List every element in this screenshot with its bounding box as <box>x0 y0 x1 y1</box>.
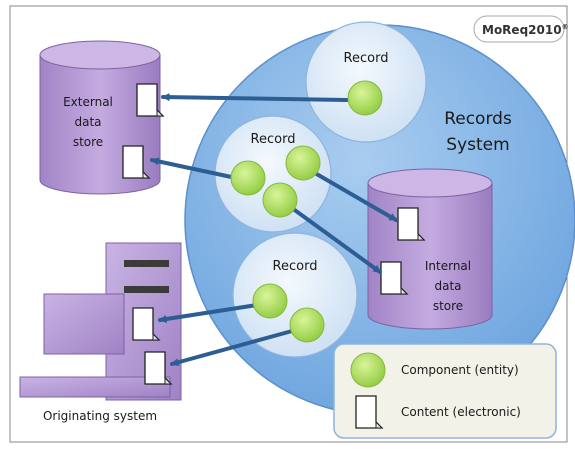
component-dots <box>230 80 383 343</box>
external-store-line3: store <box>73 135 103 149</box>
external-store-line2: data <box>74 115 101 129</box>
moreq-logo-wordmark: MoReq2010 <box>482 23 562 37</box>
connector-arrows <box>150 93 398 367</box>
internal-store-line1: Internal <box>425 259 471 273</box>
moreq-logo-mark: ® <box>562 23 569 31</box>
component-dot <box>347 80 383 116</box>
component-dot <box>230 160 266 196</box>
moreq-logo: MoReq2010® <box>473 15 569 43</box>
originating-system-label: Originating system <box>43 409 157 423</box>
record-label-top: Record <box>344 51 389 66</box>
legend-content-label: Content (electronic) <box>401 405 521 419</box>
external-store-line1: External <box>63 95 113 109</box>
internal-store-line2: data <box>434 279 461 293</box>
legend: Component (entity) Content (electronic) <box>333 343 557 439</box>
record-bubble-bottom <box>232 232 358 358</box>
legend-component-label: Component (entity) <box>401 363 519 377</box>
system-label-line2: System <box>446 135 509 155</box>
legend-component-dot <box>350 352 386 388</box>
component-dot <box>252 283 288 319</box>
component-dot <box>289 307 325 343</box>
moreq-logo-text: MoReq2010® <box>482 23 569 37</box>
internal-data-store <box>367 168 493 330</box>
record-label-middle: Record <box>251 132 296 147</box>
originating-system-computer <box>19 242 182 401</box>
record-label-bottom: Record <box>273 259 318 274</box>
system-label-line1: Records <box>444 109 512 129</box>
component-dot <box>285 145 321 181</box>
internal-store-line3: store <box>433 299 463 313</box>
component-dot <box>262 182 298 218</box>
